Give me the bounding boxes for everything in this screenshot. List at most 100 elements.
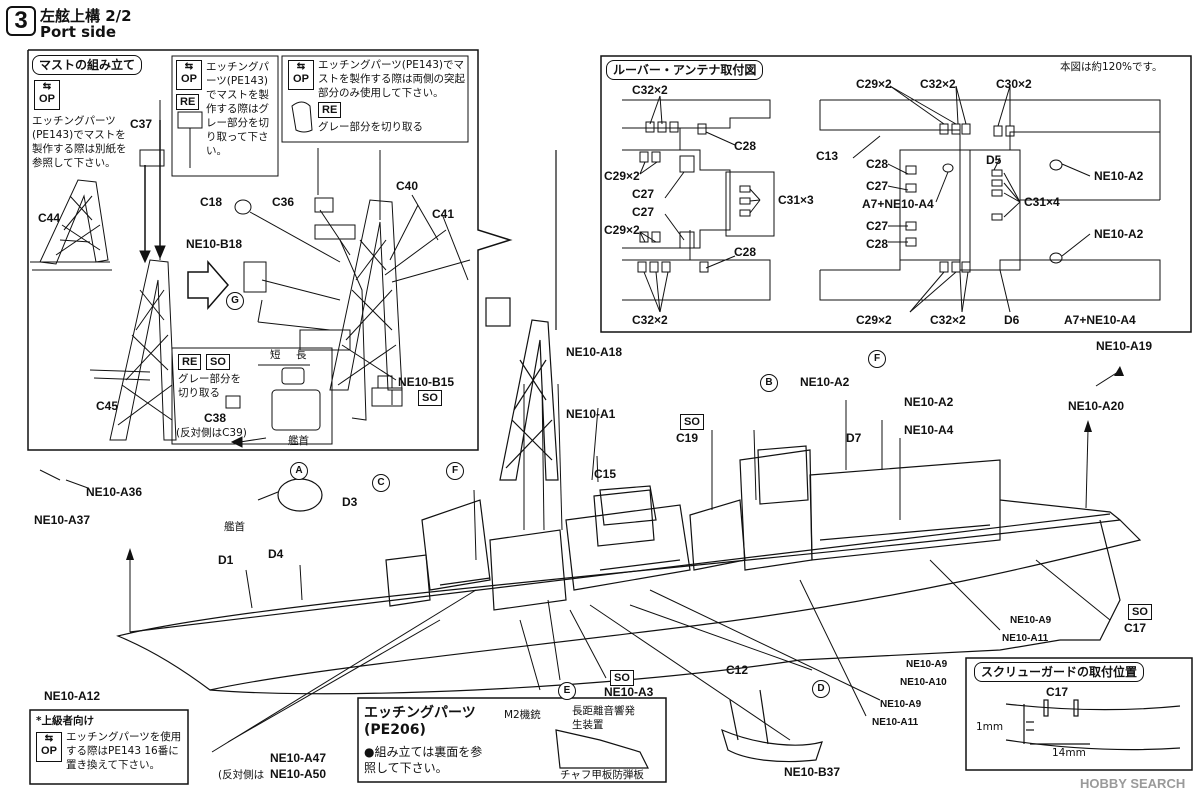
mast-op-note-3: エッチングパーツ(PE143)でマストを製作する際は両側の突起部分のみ使用して下…: [318, 59, 465, 99]
advanced-title: *上級者向け: [36, 715, 94, 727]
so-tag: SO: [1128, 604, 1152, 620]
louver-label: C29×2: [604, 169, 640, 183]
op-icon: ⇆OP: [176, 60, 202, 90]
part-label-d3: D3: [342, 495, 358, 509]
part-label-ne10-a9: NE10-A9: [880, 699, 922, 710]
advanced-note-frame: [29, 709, 189, 785]
louver-label: C31×4: [1024, 195, 1060, 209]
etching-chaff: チャフ甲板防弾板: [560, 769, 644, 781]
part-label-ne10-a47: NE10-A47: [270, 751, 327, 765]
part-label-ne10-a36: NE10-A36: [86, 485, 143, 499]
part-label-c38: C38: [204, 411, 227, 425]
swap-icon: ⇆: [42, 81, 52, 92]
screw-panel-frame: [965, 657, 1193, 771]
step-title: 左舷上構 2/2: [40, 7, 132, 25]
part-label-ne10-a4: NE10-A4: [904, 423, 954, 437]
louver-label: C32×2: [920, 77, 956, 91]
bow-label: 艦首: [224, 521, 245, 533]
louver-label: C31×3: [778, 193, 814, 207]
re-tag: RE: [176, 94, 200, 110]
louver-left-schematic: [622, 99, 775, 301]
etching-title: エッチングパーツ: [364, 705, 476, 721]
re-tag: RE: [318, 102, 342, 118]
advanced-text: エッチングパーツを使用する際はPE143 16番に置き換えて下さい。: [66, 731, 182, 771]
louver-label: C28: [866, 157, 889, 171]
callout-f: F: [446, 462, 464, 480]
screw-panel-title: スクリューガードの取付位置: [974, 662, 1145, 682]
part-label-d7: D7: [846, 431, 862, 445]
part-label-ne10-a9: NE10-A9: [906, 659, 948, 670]
callout-c: C: [372, 474, 390, 492]
assembly-arrow: [187, 259, 229, 311]
louver-label: D6: [1004, 313, 1020, 327]
louver-label: D5: [986, 153, 1002, 167]
watermark: HOBBY SEARCH: [1080, 776, 1186, 791]
screw-part-label: C17: [1046, 685, 1069, 699]
re-so-note: グレー部分を切り取る: [178, 373, 241, 399]
part-label-c19: C19: [676, 431, 699, 445]
re-so-box: [171, 347, 333, 445]
part-label-ne10-a19: NE10-A19: [1096, 339, 1153, 353]
part-label-ne10-a2: NE10-A2: [800, 375, 850, 389]
mast-op-note-2: エッチングパーツ(PE143)でマストを製作する際はグレー部分を切り取って下さい…: [206, 61, 269, 157]
op-icon: ⇆OP: [288, 60, 314, 90]
louver-label: C32×2: [632, 83, 668, 97]
callout-g: G: [226, 292, 244, 310]
ship-hull-drawing: [29, 150, 1193, 785]
louver-label: A7+NE10-A4: [1064, 313, 1136, 327]
part-label-ne10-a1: NE10-A1: [566, 407, 616, 421]
etching-code: (PE206): [364, 722, 426, 738]
etching-m2: M2機銃: [504, 709, 541, 721]
louver-label: C29×2: [856, 77, 892, 91]
part-label-ne10-b18: NE10-B18: [186, 237, 243, 251]
so-tag: SO: [206, 354, 230, 370]
part-label-ne10-a50: NE10-A50: [270, 767, 327, 781]
louver-label: C32×2: [930, 313, 966, 327]
part-label-ne10-a10: NE10-A10: [900, 677, 947, 688]
c39-note: (反対側はC39): [176, 427, 247, 439]
louver-label: NE10-A2: [1094, 227, 1144, 241]
part-label-ne10-a3: NE10-A3: [604, 685, 654, 699]
louver-label: C28: [734, 139, 757, 153]
ne10-a50-note: (反対側は: [218, 769, 265, 781]
swap-icon: ⇆: [296, 61, 306, 72]
louver-label: C27: [632, 187, 655, 201]
part-label-ne10-a18: NE10-A18: [566, 345, 623, 359]
louver-label: C32×2: [632, 313, 668, 327]
part-label-ne10-a20: NE10-A20: [1068, 399, 1125, 413]
etching-lrad: 長距離音響発生装置: [572, 705, 635, 731]
part-label-c15: C15: [594, 467, 617, 481]
part-label-c18: C18: [200, 195, 223, 209]
swap-icon: ⇆: [44, 733, 54, 744]
dim-14mm: 14mm: [1052, 747, 1086, 759]
re-tag: RE: [178, 354, 202, 370]
dim-1mm: 1mm: [976, 721, 1004, 733]
mast-panel-title: マストの組み立て: [32, 55, 143, 75]
louver-label: C13: [816, 149, 839, 163]
so-tag: SO: [680, 414, 704, 430]
mast-panel-frame: [27, 49, 513, 451]
assembled-mast-drawing: [234, 150, 469, 407]
part-label-c41: C41: [432, 207, 455, 221]
etching-panel-frame: [357, 697, 667, 783]
part-label-ne10-b15: NE10-B15: [398, 375, 455, 389]
callout-a: A: [290, 462, 308, 480]
part-label-c37: C37: [130, 117, 153, 131]
so-tag: SO: [418, 390, 442, 406]
mast-c44-drawing: [30, 179, 112, 271]
mast-op-note: エッチングパーツ(PE143)でマストを製作する際は別紙を参照して下さい。: [32, 115, 127, 169]
louver-label: C28: [734, 245, 757, 259]
louver-label: C30×2: [996, 77, 1032, 91]
louver-label: NE10-A2: [1094, 169, 1144, 183]
part-label-ne10-a9: NE10-A9: [1010, 615, 1052, 626]
louver-label: C27: [866, 219, 889, 233]
part-label-ne10-b37: NE10-B37: [784, 765, 841, 779]
op-box-1: [171, 55, 279, 177]
louver-label: C29×2: [604, 223, 640, 237]
step-subtitle: Port side: [40, 23, 117, 41]
part-label-c17: C17: [1124, 621, 1147, 635]
step-number: 3: [6, 6, 36, 36]
callout-f: F: [868, 350, 886, 368]
part-label-d4: D4: [268, 547, 284, 561]
